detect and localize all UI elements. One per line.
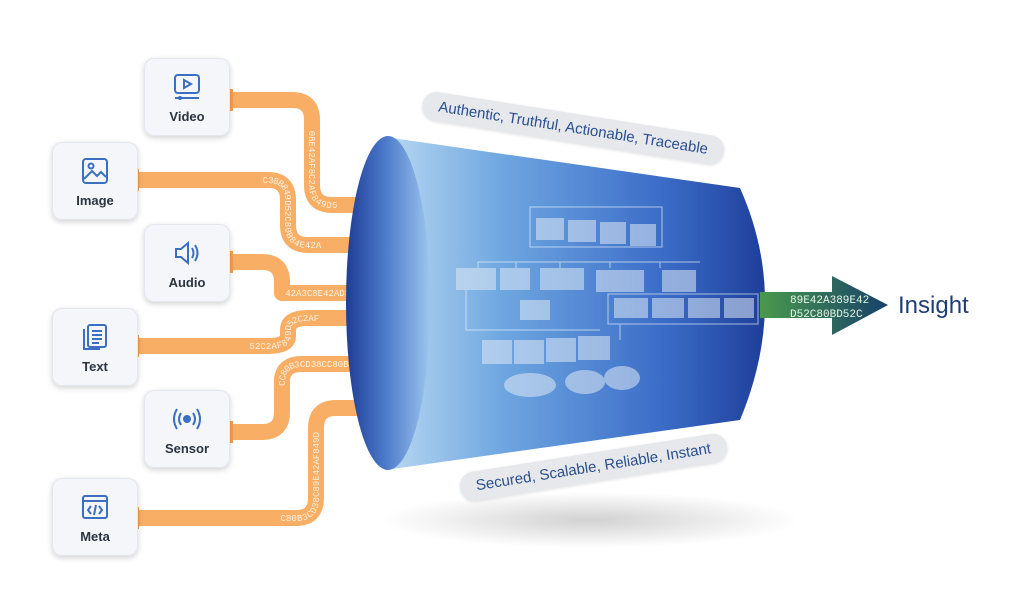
- input-stream-connector: [228, 421, 233, 443]
- input-stream-pipe: [138, 400, 400, 526]
- input-card-sensor: Sensor: [144, 390, 230, 468]
- input-card-video: Video: [144, 58, 230, 136]
- input-stream-connector: [228, 89, 233, 111]
- input-label: Meta: [80, 528, 110, 544]
- cylinder-body: [362, 137, 765, 470]
- input-label: Video: [169, 108, 205, 124]
- cylinder-shadow: [380, 492, 800, 548]
- document-icon: [83, 323, 107, 350]
- output-arrow: [760, 276, 888, 335]
- input-label: Image: [76, 192, 114, 208]
- input-stream-text: CC80B3CD38CC80B3C: [278, 360, 360, 386]
- speaker-icon: [175, 240, 199, 265]
- input-card-image: Image: [52, 142, 138, 220]
- code-window-icon: [82, 494, 108, 519]
- architecture-graphic: [456, 206, 759, 397]
- input-stream-connector: [228, 251, 233, 273]
- input-label: Sensor: [164, 440, 210, 456]
- video-play-icon: [174, 73, 200, 100]
- cylinder-face: [346, 136, 430, 470]
- image-icon: [82, 157, 108, 184]
- input-stream-pipe: [232, 356, 400, 440]
- input-stream-pipe: [232, 92, 400, 213]
- input-label: Audio: [168, 274, 206, 290]
- input-card-text: Text: [52, 308, 138, 386]
- input-stream-pipe: [138, 310, 400, 354]
- input-stream-text: 42A3C8E42AD38C89E4: [285, 289, 382, 299]
- broadcast-icon: [173, 407, 201, 430]
- output-stream-text: 89E42A389E42: [790, 295, 869, 307]
- input-stream-pipe: [138, 172, 400, 253]
- output-stream-text: D52C80BD52C: [790, 309, 863, 321]
- input-card-audio: Audio: [144, 224, 230, 302]
- input-label: Text: [82, 358, 108, 374]
- output-label: Insight: [898, 292, 969, 319]
- input-card-meta: Meta: [52, 478, 138, 556]
- input-stream-pipe: [232, 254, 400, 301]
